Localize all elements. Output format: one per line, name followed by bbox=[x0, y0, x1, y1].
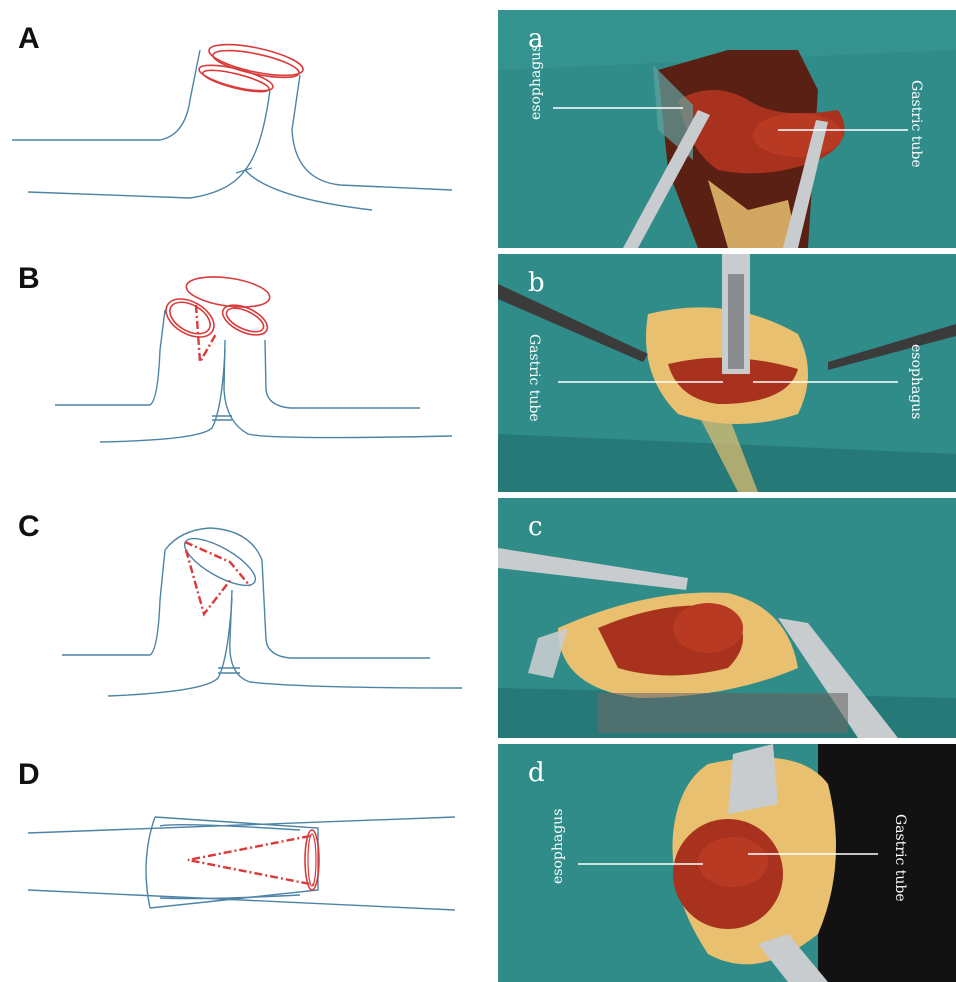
photo-a: a esophagus Gastric tube bbox=[498, 10, 956, 248]
photo-a-right-label: Gastric tube bbox=[908, 80, 924, 168]
photo-d-right-label: Gastric tube bbox=[892, 814, 908, 902]
photo-letter-b: b bbox=[528, 268, 545, 298]
panel-letter-d: D bbox=[18, 758, 40, 792]
photo-b-left-label: Gastric tube bbox=[526, 334, 542, 422]
photo-b: b Gastric tube esophagus bbox=[498, 254, 956, 492]
photo-d: d esophagus Gastric tube bbox=[498, 744, 956, 982]
photo-a-left-label: esophagus bbox=[528, 45, 544, 120]
sketch-d-diagram bbox=[0, 800, 480, 930]
photo-letter-d: d bbox=[528, 758, 545, 788]
photo-b-right-label: esophagus bbox=[908, 344, 924, 419]
sketch-c-diagram bbox=[0, 520, 480, 710]
sketch-b-diagram bbox=[0, 270, 480, 470]
photo-d-left-label: esophagus bbox=[550, 809, 566, 884]
photo-c: c bbox=[498, 498, 956, 738]
sketch-a-diagram bbox=[0, 30, 480, 220]
photo-letter-c: c bbox=[528, 512, 543, 542]
